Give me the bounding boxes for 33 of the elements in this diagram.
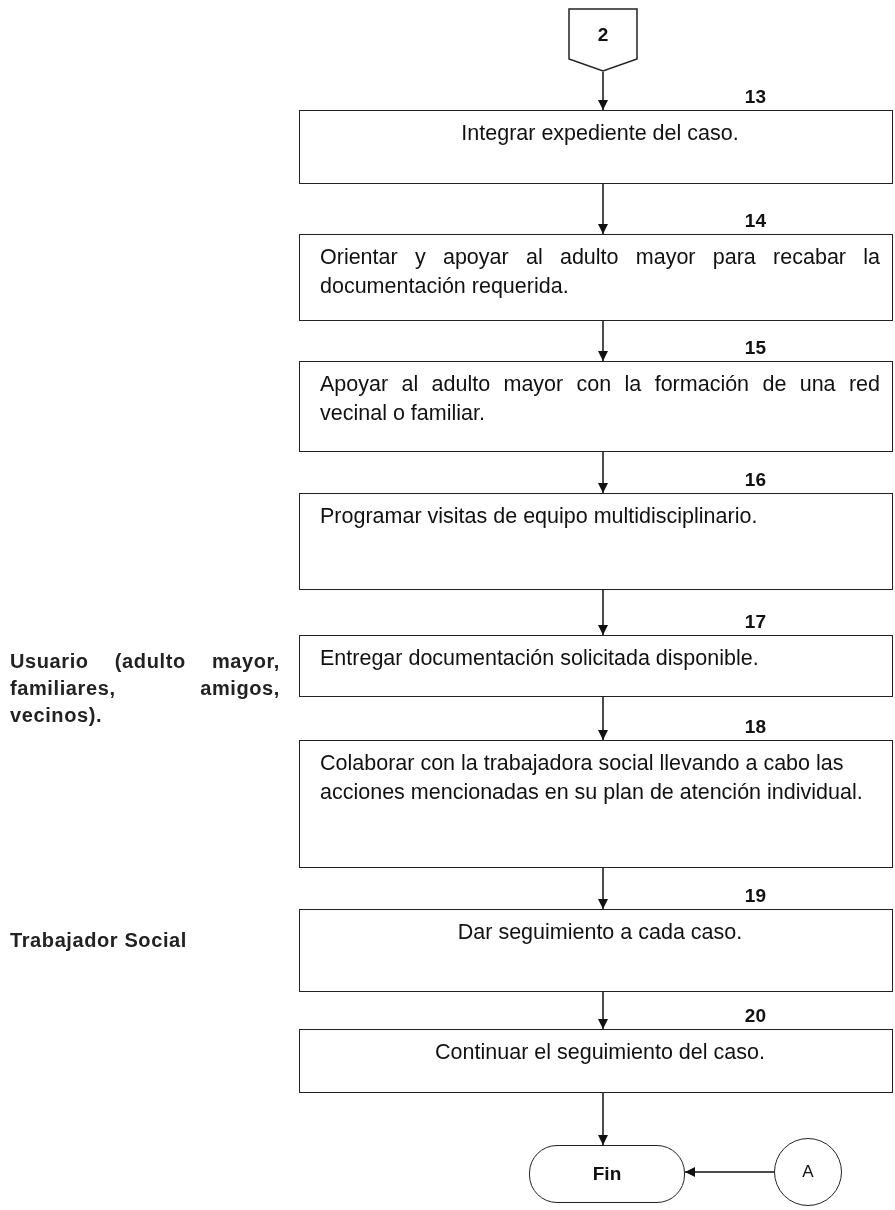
step-number: 18 (744, 715, 766, 739)
arrow (598, 867, 608, 910)
role-label: Trabajador Social (10, 928, 188, 953)
role-label: Usuario (adulto mayor, familiares, amigos, vecinos). (10, 649, 280, 728)
terminator (529, 1145, 685, 1203)
connector-label: A (802, 1162, 814, 1182)
step-text: Entregar documentación solicitada disponible. (320, 645, 760, 672)
step-number: 13 (744, 85, 766, 109)
arrow (598, 589, 608, 636)
step-number: 20 (744, 1004, 766, 1028)
arrow (598, 451, 608, 494)
step-number: 14 (744, 209, 766, 233)
step-text: Colaborar con la trabajadora social llevando a cabo las acciones mencionadas en su plan de atención individual. (320, 750, 864, 806)
arrow (598, 991, 608, 1030)
step-number: 17 (744, 610, 766, 634)
step-number: 19 (744, 884, 766, 908)
step-number: 16 (744, 468, 766, 492)
step-text: Orientar y apoyar al adulto mayor para recabar la documentación requerida. (320, 244, 880, 300)
arrow (598, 71, 608, 111)
arrow (598, 320, 608, 362)
off-page-connector (568, 8, 638, 72)
arrow (684, 1167, 775, 1177)
step-text: Continuar el seguimiento del caso. (434, 1039, 766, 1066)
arrow (598, 1092, 608, 1146)
step-text: Apoyar al adulto mayor con la formación de una red vecinal o familiar. (320, 371, 880, 427)
connector-label: 2 (597, 24, 609, 46)
step-number: 15 (744, 336, 766, 360)
arrow (598, 183, 608, 235)
arrow (598, 696, 608, 741)
step-text: Dar seguimiento a cada caso. (456, 919, 744, 946)
terminator-label: Fin (592, 1163, 622, 1185)
step-text: Programar visitas de equipo multidisciplinario. (320, 503, 759, 530)
step-text: Integrar expediente del caso. (460, 120, 740, 147)
